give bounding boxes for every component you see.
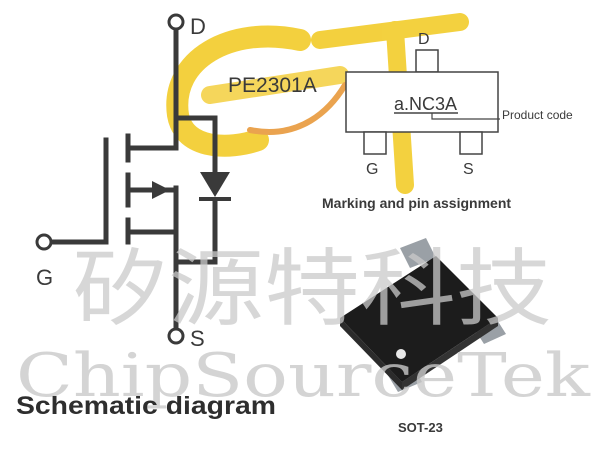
- part-number: PE2301A: [228, 74, 317, 97]
- marking-pin-drain: D: [418, 31, 430, 48]
- marking-source-pad: [459, 131, 483, 155]
- body-diode-icon: [200, 172, 230, 197]
- logo-swoosh-bar: [201, 66, 349, 104]
- package-caption: SOT-23: [398, 420, 443, 435]
- package-lead-top: [400, 238, 436, 268]
- marking-drain-pad: [415, 49, 439, 73]
- marking-pin-source: S: [463, 161, 474, 178]
- marking-package-body: [345, 71, 499, 133]
- marking-code: a.NC3A: [394, 94, 457, 114]
- sot23-package-image: [340, 238, 506, 392]
- package-body: [340, 256, 498, 382]
- source-terminal-icon: [167, 327, 185, 345]
- schematic-pin-source: S: [190, 326, 205, 351]
- gate-terminal-icon: [35, 233, 53, 251]
- package-body-edge: [340, 318, 402, 390]
- marking-gate-pad: [363, 131, 387, 155]
- watermark-english: ChipSourceTek: [16, 341, 591, 411]
- watermark-chinese: 矽源特科技: [72, 240, 552, 338]
- marking-pin-gate: G: [366, 161, 378, 178]
- schematic-pin-gate: G: [36, 265, 53, 290]
- pin1-dot: [396, 349, 406, 359]
- marking-caption: Marking and pin assignment: [322, 195, 511, 211]
- logo-swoosh-accent: [247, 82, 348, 135]
- sot23-top-view: [345, 49, 499, 155]
- body-arrow-icon: [152, 181, 170, 199]
- product-code-label: Product code: [502, 108, 573, 122]
- schematic-caption: Schematic diagram: [16, 392, 276, 420]
- product-code-leader: [431, 113, 500, 120]
- schematic-pin-drain: D: [190, 14, 206, 39]
- package-body-edge-right: [402, 318, 498, 390]
- drain-terminal-icon: [167, 13, 185, 31]
